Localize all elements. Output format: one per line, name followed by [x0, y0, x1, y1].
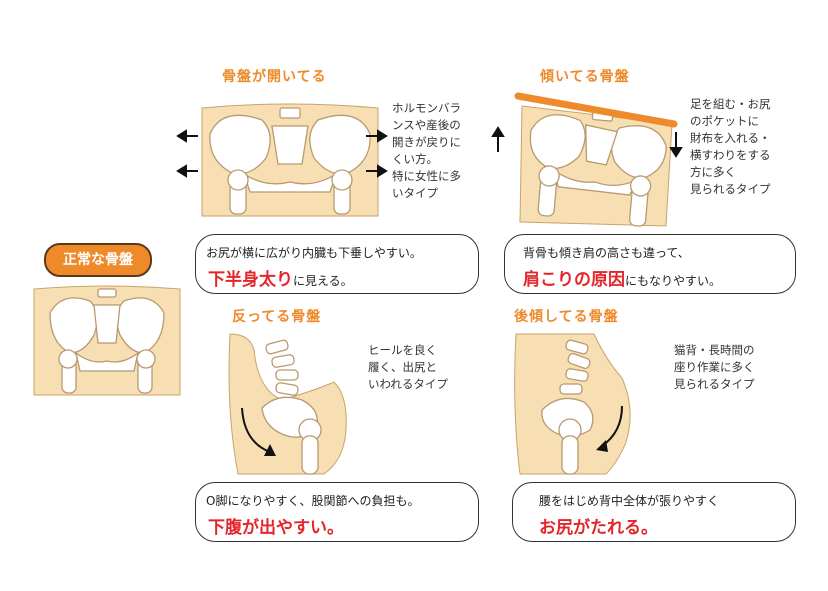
- panel-backward-callout-highlight: お尻がたれる。: [539, 518, 658, 538]
- panel-open-title: 骨盤が開いてる: [222, 69, 327, 85]
- panel-arched-note: ヒールを良く 履く、出尻と いわれるタイプ: [368, 343, 448, 391]
- normal-pelvis-label: 正常な骨盤: [44, 243, 152, 277]
- panel-arched-title: 反ってる骨盤: [232, 309, 322, 325]
- panel-backward-callout: 腰をはじめ背中全体が張りやすく お尻がたれる。: [512, 482, 796, 542]
- open-pelvis-illustration: [201, 103, 379, 217]
- tilt-arrows-icon: [491, 126, 683, 158]
- panel-tilted-note: 足を組む・お尻 のポケットに 財布を入れる・ 横すわりをする 方に多く 見られる…: [690, 97, 771, 196]
- panel-backward-note: 猫背・長時間の 座り作業に多く 見られるタイプ: [674, 343, 755, 391]
- panel-open-callout-tail: に見える。: [293, 274, 353, 288]
- panel-backward-callout-line1: 腰をはじめ背中全体が張りやすく: [539, 494, 720, 508]
- spread-arrows-icon: [176, 129, 388, 178]
- panel-backward-title: 後傾してる骨盤: [514, 309, 619, 325]
- tilted-pelvis-illustration: [514, 92, 678, 227]
- panel-tilted-title: 傾いてる骨盤: [540, 69, 630, 85]
- panel-arched-callout-highlight: 下腹が出やすい。: [208, 518, 344, 538]
- backward-tilt-pelvis-illustration: [514, 333, 631, 475]
- panel-tilted-callout-highlight: 肩こりの原因: [523, 270, 625, 290]
- panel-open-note: ホルモンバラ ンスや産後の 開きが戻りに くい方。 特に女性に多 いタイプ: [392, 101, 461, 200]
- arched-pelvis-illustration: [228, 333, 347, 475]
- panel-tilted-callout: 背骨も傾き肩の高さも違って、 肩こりの原因にもなりやすい。: [504, 234, 796, 294]
- panel-arched-callout-line1: O脚になりやすく、股関節への負担も。: [206, 494, 420, 508]
- panel-tilted-callout-tail: にもなりやすい。: [625, 274, 722, 288]
- panel-open-callout-highlight: 下半身太り: [208, 270, 293, 290]
- panel-open-callout-line1: お尻が横に広がり内臓も下垂しやすい。: [206, 246, 422, 260]
- panel-open-callout: お尻が横に広がり内臓も下垂しやすい。 下半身太りに見える。: [195, 234, 479, 294]
- normal-pelvis-illustration: [33, 285, 181, 396]
- panel-arched-callout: O脚になりやすく、股関節への負担も。 下腹が出やすい。: [195, 482, 479, 542]
- panel-tilted-callout-line1: 背骨も傾き肩の高さも違って、: [523, 246, 690, 260]
